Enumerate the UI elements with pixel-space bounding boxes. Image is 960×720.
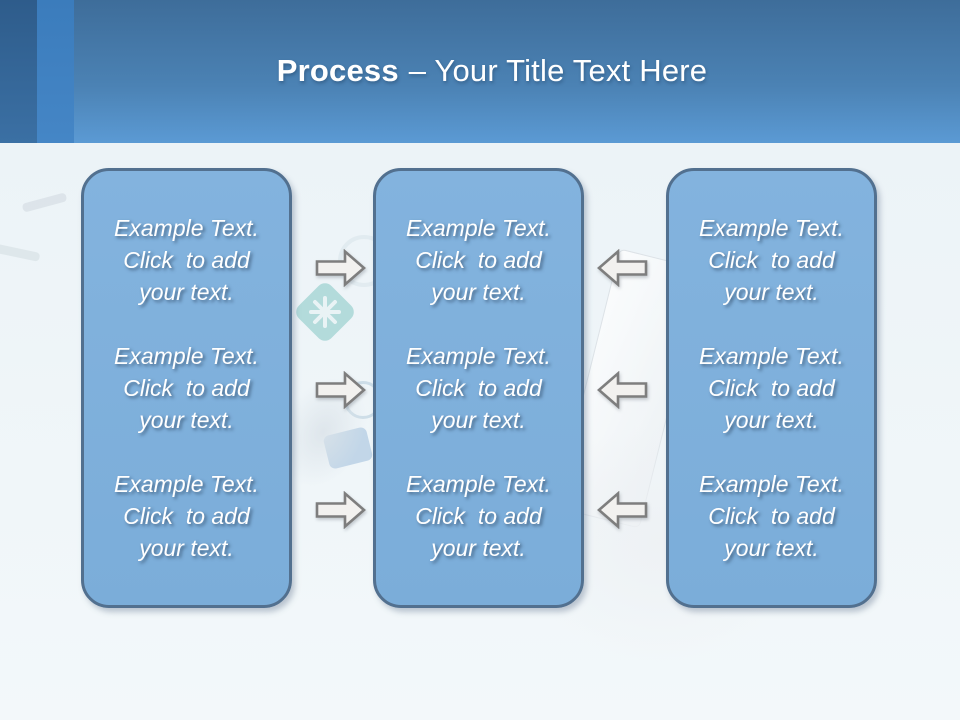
box-text-line: Example Text.: [406, 343, 551, 369]
box-text-line: Example Text.: [406, 215, 551, 241]
arrow-right-icon[interactable]: [315, 491, 367, 529]
box-text-line: Click to add: [415, 375, 542, 401]
box-text-line: Example Text.: [699, 215, 844, 241]
process-box-center[interactable]: Example Text. Click to add your text. Ex…: [373, 168, 584, 608]
arrow-right-icon[interactable]: [315, 371, 367, 409]
text-placeholder[interactable]: Example Text. Click to add your text.: [406, 340, 551, 436]
box-text-line: Example Text.: [114, 215, 259, 241]
bg-smudge-icon: [21, 192, 68, 213]
box-text-line: your text.: [431, 407, 526, 433]
box-text-line: Click to add: [123, 375, 250, 401]
box-text-line: Click to add: [708, 503, 835, 529]
text-placeholder[interactable]: Example Text. Click to add your text.: [699, 212, 844, 308]
text-placeholder[interactable]: Example Text. Click to add your text.: [114, 212, 259, 308]
box-text-line: your text.: [724, 279, 819, 305]
arrow-left-icon[interactable]: [596, 371, 648, 409]
text-placeholder[interactable]: Example Text. Click to add your text.: [114, 340, 259, 436]
text-placeholder[interactable]: Example Text. Click to add your text.: [699, 340, 844, 436]
arrow-left-icon[interactable]: [596, 249, 648, 287]
box-text-line: Click to add: [123, 503, 250, 529]
header-accent-stripe-light: [37, 0, 74, 143]
slide-body: Example Text. Click to add your text. Ex…: [0, 143, 960, 720]
text-placeholder[interactable]: Example Text. Click to add your text.: [406, 212, 551, 308]
box-text-line: your text.: [139, 535, 234, 561]
text-placeholder[interactable]: Example Text. Click to add your text.: [699, 468, 844, 564]
bg-smudge-icon: [0, 243, 41, 262]
header-accent-stripe-dark: [0, 0, 37, 143]
bg-snowflake-tile-icon: [292, 279, 358, 345]
text-placeholder[interactable]: Example Text. Click to add your text.: [406, 468, 551, 564]
box-text-line: Example Text.: [114, 471, 259, 497]
box-text-line: Example Text.: [114, 343, 259, 369]
box-text-line: Click to add: [708, 375, 835, 401]
box-text-line: your text.: [431, 279, 526, 305]
box-text-line: Example Text.: [699, 343, 844, 369]
box-text-line: Click to add: [415, 247, 542, 273]
box-text-line: Click to add: [123, 247, 250, 273]
box-text-line: Click to add: [415, 503, 542, 529]
title-emphasis: Process: [276, 53, 399, 88]
process-box-left[interactable]: Example Text. Click to add your text. Ex…: [81, 168, 292, 608]
title-subtitle: – Your Title Text Here: [408, 53, 708, 88]
box-text-line: your text.: [431, 535, 526, 561]
box-text-line: your text.: [139, 407, 234, 433]
slide-header: Process – Your Title Text Here: [0, 0, 960, 143]
arrow-right-icon[interactable]: [315, 249, 367, 287]
page-title[interactable]: Process – Your Title Text Here: [0, 53, 960, 89]
box-text-line: Example Text.: [406, 471, 551, 497]
box-text-line: Click to add: [708, 247, 835, 273]
arrow-left-icon[interactable]: [596, 491, 648, 529]
box-text-line: your text.: [724, 535, 819, 561]
snowflake-icon: [309, 296, 341, 328]
process-box-right[interactable]: Example Text. Click to add your text. Ex…: [666, 168, 877, 608]
box-text-line: Example Text.: [699, 471, 844, 497]
box-text-line: your text.: [724, 407, 819, 433]
text-placeholder[interactable]: Example Text. Click to add your text.: [114, 468, 259, 564]
box-text-line: your text.: [139, 279, 234, 305]
